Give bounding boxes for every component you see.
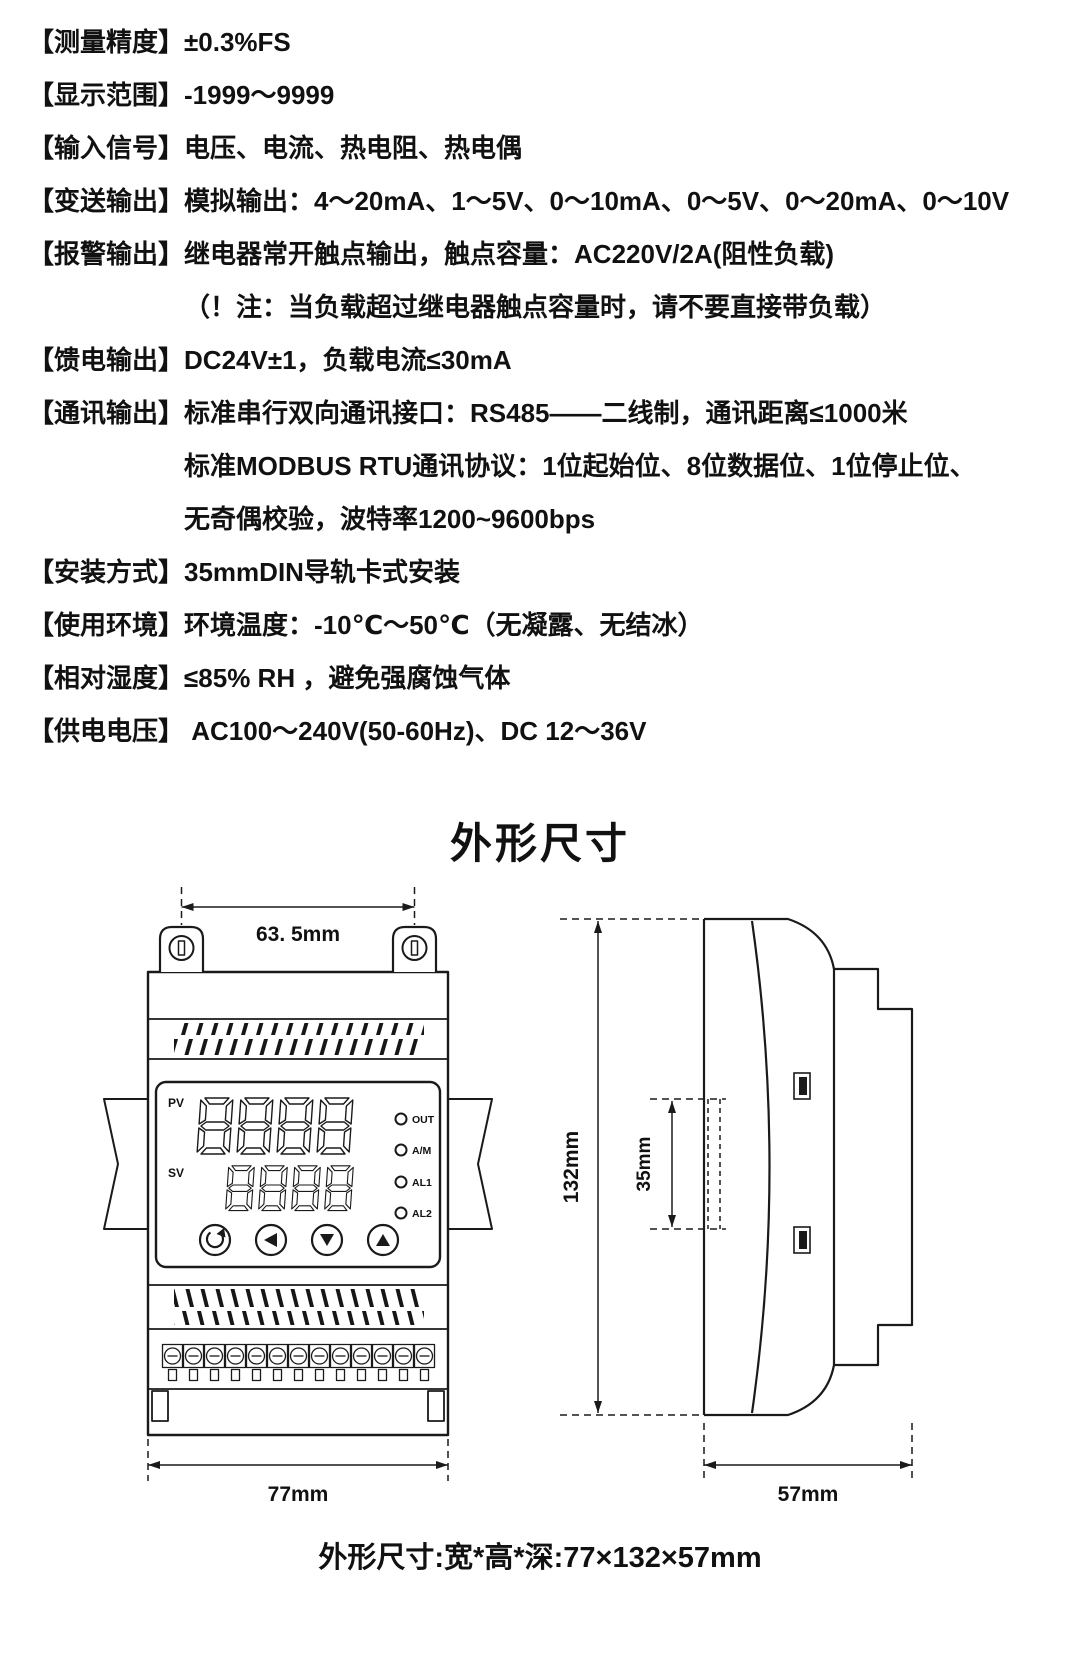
led-label-am: A/M bbox=[412, 1145, 432, 1157]
spec-label: 【相对湿度】 bbox=[28, 663, 185, 693]
spec-row: 【测量精度】 ±0.3%FS bbox=[28, 16, 1064, 69]
spec-lines: 继电器常开触点输出，触点容量：AC220V/2A(阻性负载) （！注：当负载超过… bbox=[184, 228, 1064, 334]
spec-value: 继电器常开触点输出，触点容量：AC220V/2A(阻性负载) bbox=[184, 239, 835, 269]
spec-label: 【报警输出】 bbox=[28, 239, 185, 269]
spec-lines: ≤85% RH ，避免强腐蚀气体 bbox=[184, 652, 1064, 705]
din-clips bbox=[793, 1072, 811, 1254]
cycle-arrow-icon bbox=[205, 1231, 225, 1249]
spec-lines: 35mmDIN导轨卡式安装 bbox=[184, 546, 1064, 599]
spec-value: 标准串行双向通讯接口：RS485——二线制，通讯距离≤1000米 bbox=[184, 398, 908, 428]
led-label-al1: AL1 bbox=[412, 1177, 432, 1189]
set-key bbox=[198, 1223, 232, 1257]
section-title: 外形尺寸 bbox=[449, 820, 630, 867]
led-out bbox=[394, 1112, 408, 1126]
down-triangle-icon bbox=[320, 1234, 334, 1246]
spec-lines: AC100～240V(50-60Hz)、DC 12～36V bbox=[184, 705, 1064, 758]
spec-value: ±0.3%FS bbox=[184, 27, 291, 57]
outline-dimension-drawing: PV SV OUT A/M AL1 AL2 bbox=[103, 887, 914, 1506]
spec-row: 【使用环境】 环境温度：-10℃～50℃（无凝露、无结冰） bbox=[28, 599, 1064, 652]
spec-label: 【通讯输出】 bbox=[28, 398, 185, 428]
spec-row: 【输入信号】 电压、电流、热电阻、热电偶 bbox=[28, 122, 1064, 175]
drawing-wrap: PV SV OUT A/M AL1 AL2 bbox=[0, 877, 1080, 1532]
spec-value: DC24V±1，负载电流≤30mA bbox=[184, 345, 512, 375]
sv-label: SV bbox=[168, 1166, 184, 1180]
spec-label: 【显示范围】 bbox=[28, 80, 185, 110]
dim-height: 132mm bbox=[560, 1131, 583, 1203]
spec-row: 【报警输出】 继电器常开触点输出，触点容量：AC220V/2A(阻性负载) （！… bbox=[28, 228, 1064, 334]
spec-value: 电压、电流、热电阻、热电偶 bbox=[184, 133, 523, 163]
led-label-out: OUT bbox=[412, 1114, 435, 1126]
mounting-ear-right bbox=[391, 925, 438, 974]
spec-value: AC100～240V(50-60Hz)、DC 12～36V bbox=[184, 716, 647, 746]
spec-value: 模拟输出：4～20mA、1～5V、0～10mA、0～5V、0～20mA、0～10… bbox=[184, 186, 1010, 216]
lower-vent bbox=[174, 1289, 424, 1325]
spec-row: 【安装方式】 35mmDIN导轨卡式安装 bbox=[28, 546, 1064, 599]
spec-row: 【显示范围】 -1999～9999 bbox=[28, 69, 1064, 122]
spec-row: 【变送输出】 模拟输出：4～20mA、1～5V、0～10mA、0～5V、0～20… bbox=[28, 175, 1064, 228]
mounting-ear-left bbox=[158, 925, 205, 974]
spec-list: 【测量精度】 ±0.3%FS 【显示范围】 -1999～9999 【输入信号】 … bbox=[0, 0, 1080, 758]
spec-lines: DC24V±1，负载电流≤30mA bbox=[184, 334, 1064, 387]
spec-label: 【测量精度】 bbox=[28, 27, 185, 57]
spec-lines: -1999～9999 bbox=[184, 69, 1064, 122]
spec-label: 【馈电输出】 bbox=[28, 345, 185, 375]
panel-keys bbox=[198, 1223, 400, 1257]
led-am bbox=[394, 1143, 408, 1157]
dim-bottom-width: 77mm bbox=[268, 1483, 329, 1506]
spec-row: 【相对湿度】 ≤85% RH ，避免强腐蚀气体 bbox=[28, 652, 1064, 705]
spec-lines: 环境温度：-10℃～50℃（无凝露、无结冰） bbox=[184, 599, 1064, 652]
spec-row: 【馈电输出】 DC24V±1，负载电流≤30mA bbox=[28, 334, 1064, 387]
spec-value: -1999～9999 bbox=[184, 80, 335, 110]
spec-lines: 标准串行双向通讯接口：RS485——二线制，通讯距离≤1000米 标准MODBU… bbox=[184, 387, 1064, 546]
spec-label: 【变送输出】 bbox=[28, 186, 185, 216]
spec-lines: ±0.3%FS bbox=[184, 16, 1064, 69]
led-al1 bbox=[394, 1175, 408, 1189]
foot-left bbox=[151, 1390, 169, 1422]
dim-rail: 35mm bbox=[634, 1137, 655, 1192]
spec-label: 【供电电压】 bbox=[28, 716, 185, 746]
front-view: PV SV OUT A/M AL1 AL2 bbox=[103, 887, 493, 1506]
spec-value: ≤85% RH ，避免强腐蚀气体 bbox=[184, 663, 511, 693]
spec-label: 【安装方式】 bbox=[28, 557, 185, 587]
spec-value: 标准MODBUS RTU通讯协议：1位起始位、8位数据位、1位停止位、 bbox=[184, 451, 976, 481]
spec-lines: 电压、电流、热电阻、热电偶 bbox=[184, 122, 1064, 175]
dim-top-width: 63. 5mm bbox=[256, 923, 340, 946]
foot-right bbox=[427, 1390, 445, 1422]
spec-label: 【输入信号】 bbox=[28, 133, 185, 163]
pv-label: PV bbox=[168, 1096, 184, 1110]
spec-lines: 模拟输出：4～20mA、1～5V、0～10mA、0～5V、0～20mA、0～10… bbox=[184, 175, 1064, 228]
spec-value: 环境温度：-10℃～50℃（无凝露、无结冰） bbox=[184, 610, 704, 640]
dimension-caption: 外形尺寸:宽*高*深:77×132×57mm bbox=[318, 1542, 762, 1574]
left-triangle-icon bbox=[264, 1233, 277, 1247]
cycle-arrowhead-icon bbox=[216, 1228, 226, 1238]
up-triangle-icon bbox=[376, 1234, 390, 1246]
spec-row: 【通讯输出】 标准串行双向通讯接口：RS485——二线制，通讯距离≤1000米 … bbox=[28, 387, 1064, 546]
led-al2 bbox=[394, 1206, 408, 1220]
spec-note: （！注：当负载超过继电器触点容量时，请不要直接带负载） bbox=[184, 292, 887, 322]
upper-vent bbox=[174, 1023, 424, 1055]
spec-row: 【供电电压】 AC100～240V(50-60Hz)、DC 12～36V bbox=[28, 705, 1064, 758]
dim-depth: 57mm bbox=[778, 1483, 839, 1506]
spec-value: 无奇偶校验，波特率1200~9600bps bbox=[184, 504, 596, 534]
spec-value: 35mmDIN导轨卡式安装 bbox=[184, 557, 460, 587]
side-view: 132mm 35mm 57mm bbox=[560, 917, 914, 1506]
spec-label: 【使用环境】 bbox=[28, 610, 185, 640]
din-rail bbox=[103, 1098, 493, 1230]
status-leds bbox=[394, 1112, 408, 1220]
led-label-al2: AL2 bbox=[412, 1208, 432, 1220]
